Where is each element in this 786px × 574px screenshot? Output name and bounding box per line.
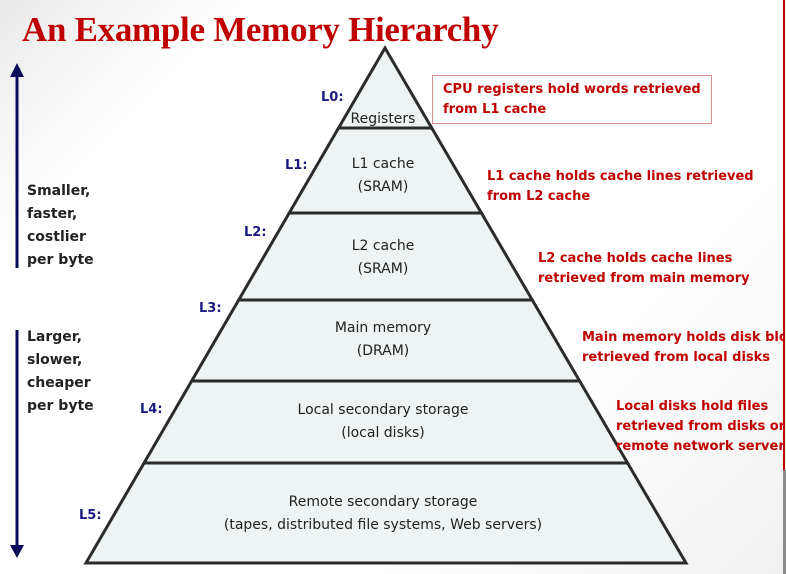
note-line: L1 cache holds cache lines retrieved	[487, 169, 754, 184]
layer-local-secondary: Local secondary storage (local disks)	[298, 399, 469, 445]
note-line: CPU registers hold words retrieved	[443, 82, 701, 97]
layer-registers: Registers	[351, 108, 416, 131]
note-line: Local disks hold files	[616, 399, 769, 414]
layer-main-memory: Main memory (DRAM)	[335, 317, 431, 363]
note-l2: L2 cache holds cache lines retrieved fro…	[538, 249, 750, 289]
note-line: from L1 cache	[443, 102, 547, 117]
layer-name-line: (tapes, distributed file systems, Web se…	[223, 517, 543, 533]
note-line: retrieved from main memory	[538, 271, 750, 286]
level-id-l4: L4:	[140, 402, 163, 417]
layer-shape-l5	[83, 461, 689, 565]
layer-name-line: Remote secondary storage	[288, 494, 478, 510]
faster-label-line: faster,	[27, 206, 78, 222]
level-id-l1: L1:	[285, 158, 308, 173]
level-id-l0: L0:	[321, 90, 344, 105]
slower-label-line: cheaper	[27, 375, 91, 391]
slower-label-line: slower,	[27, 352, 83, 368]
level-id-l2: L2:	[244, 225, 267, 240]
layer-name-line: Local secondary storage	[297, 402, 469, 418]
faster-label-line: per byte	[27, 252, 94, 268]
note-line: L2 cache holds cache lines	[538, 251, 733, 266]
note-line: remote network servers	[616, 439, 783, 454]
note-l3: Main memory holds disk blocks retrieved …	[582, 328, 783, 368]
note-l4: Local disks hold files retrieved from di…	[616, 397, 783, 457]
faster-label-line: costlier	[27, 229, 86, 245]
note-l0: CPU registers hold words retrieved from …	[443, 80, 701, 120]
layer-name-line: L2 cache	[351, 238, 415, 254]
note-line: Main memory holds disk blocks	[582, 330, 783, 345]
slide-edge-shadow	[783, 470, 786, 574]
layer-name-line: (DRAM)	[356, 343, 410, 359]
layer-l2-cache: L2 cache (SRAM)	[352, 235, 415, 281]
note-box-l0	[432, 75, 712, 124]
layer-name-line: L1 cache	[351, 156, 415, 172]
layer-name-line: Registers	[350, 111, 416, 127]
slower-label-line: per byte	[27, 398, 94, 414]
note-l1: L1 cache holds cache lines retrieved fro…	[487, 167, 754, 207]
arrow-down-icon	[10, 330, 24, 558]
layer-name-line: (SRAM)	[357, 179, 409, 195]
layer-name-line: Main memory	[334, 320, 432, 336]
slide-title: An Example Memory Hierarchy	[22, 10, 499, 49]
slower-label-line: Larger,	[27, 329, 82, 345]
slower-label: Larger, slower, cheaper per byte	[27, 326, 94, 418]
faster-label: Smaller, faster, costlier per byte	[27, 180, 94, 272]
level-id-l5: L5:	[79, 508, 102, 523]
note-line: retrieved from disks on	[616, 419, 783, 434]
layer-remote-secondary: Remote secondary storage (tapes, distrib…	[224, 491, 542, 537]
arrow-up-icon	[10, 63, 24, 268]
layer-l1-cache: L1 cache (SRAM)	[352, 153, 415, 199]
note-line: retrieved from local disks	[582, 350, 771, 365]
note-line: from L2 cache	[487, 189, 591, 204]
level-id-l3: L3:	[199, 301, 222, 316]
faster-label-line: Smaller,	[27, 183, 91, 199]
layer-name-line: (local disks)	[341, 425, 425, 441]
layer-name-line: (SRAM)	[357, 261, 409, 277]
slide-edge-accent	[783, 0, 785, 470]
